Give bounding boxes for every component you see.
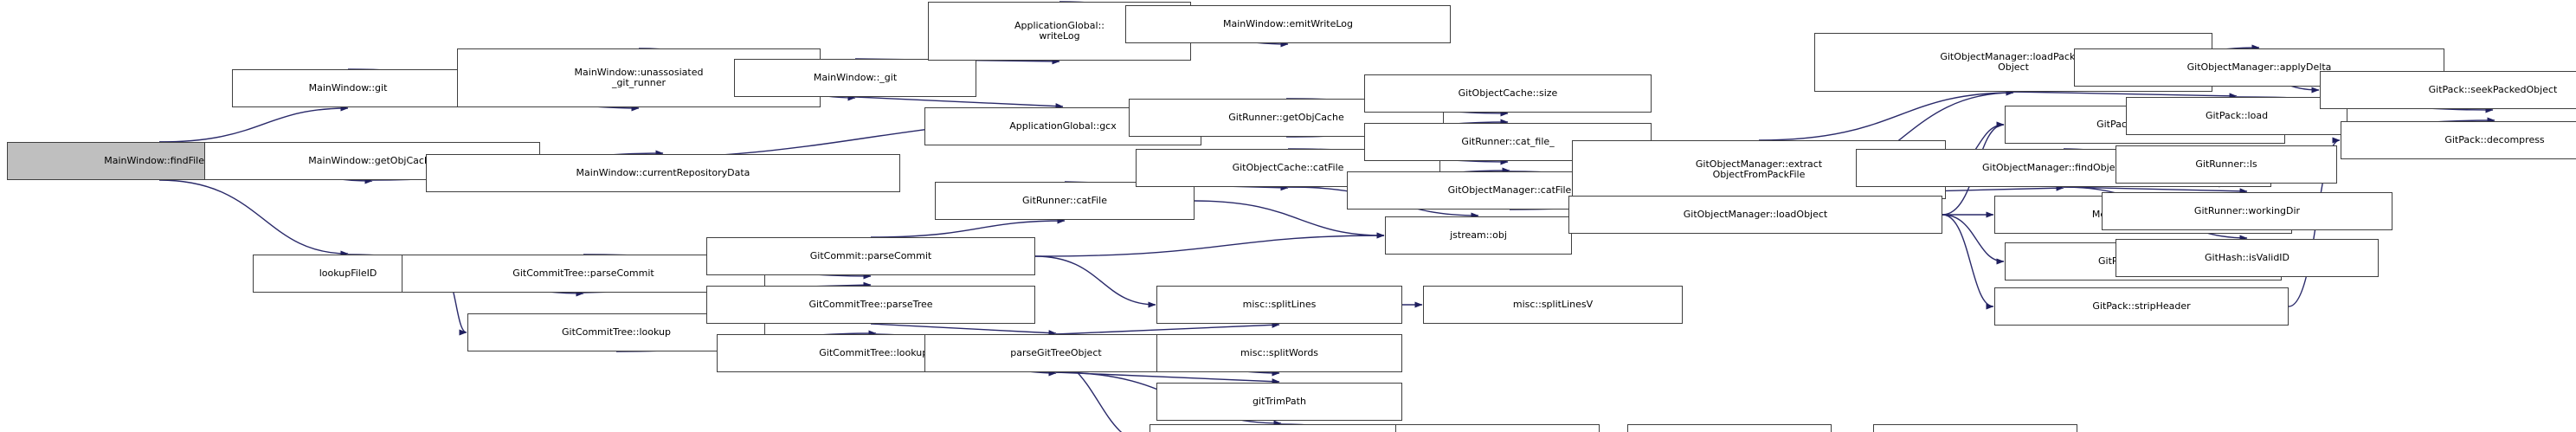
graph-node[interactable]: GitPack::seekPackedObject <box>2320 71 2576 109</box>
graph-node[interactable]: misc::splitWords <box>1156 334 1402 372</box>
graph-node[interactable]: GitHash::isValidID <box>2116 239 2379 277</box>
graph-edge <box>870 217 1066 238</box>
graph-node[interactable]: GitPack::stripHeader <box>1994 287 2289 326</box>
graph-edge <box>870 323 1057 337</box>
graph-edge <box>854 96 1064 110</box>
graph-node[interactable]: MainWindow::emitWriteLog <box>1125 5 1451 43</box>
graph-edge <box>1942 214 1994 310</box>
graph-edge <box>2012 91 2238 100</box>
graph-node[interactable]: GitRunner::workingDir <box>2102 192 2392 230</box>
graph-edge <box>158 105 349 143</box>
graph-edge <box>1758 89 2014 141</box>
graph-node[interactable]: GitPack::load <box>2126 97 2347 135</box>
graph-node[interactable]: jstream::obj <box>1385 216 1572 255</box>
graph-node[interactable]: GitRunner::catFile <box>935 182 1195 220</box>
graph-node[interactable]: GitObjectCache::catFile <box>1136 149 1440 187</box>
graph-node[interactable]: misc::splitLines <box>1156 286 1402 324</box>
graph-edge <box>1055 371 1280 385</box>
graph-node[interactable]: GitObjectManager::loadObject <box>1568 196 1942 234</box>
graph-node[interactable]: GitCommit::parseCommit <box>706 237 1035 275</box>
graph-node[interactable]: MainWindow::_git <box>734 59 976 97</box>
graph-node[interactable]: parseGitTreeObject <box>924 334 1188 372</box>
graph-node[interactable]: GitCommitTree::parseCommit <box>402 255 765 293</box>
graph-node[interactable]: GitPack::decompress <box>2341 121 2576 159</box>
graph-node[interactable]: misc::joinWithSlash <box>1150 424 1413 432</box>
graph-node[interactable]: joinpath <box>1395 424 1600 432</box>
graph-node[interactable]: MainWindow::git <box>232 69 464 107</box>
graph-node[interactable]: joinpath_ <box>1627 424 1832 432</box>
graph-edge <box>1034 255 1156 308</box>
graph-node[interactable]: GitObjectCache::size <box>1364 74 1652 113</box>
graph-edge <box>2063 186 2248 195</box>
graph-node[interactable]: GitRunner::ls <box>2116 145 2337 184</box>
graph-node[interactable]: MainWindow::currentRepositoryData <box>426 154 900 192</box>
graph-edge <box>158 179 349 257</box>
graph-edge <box>1034 232 1385 257</box>
graph-node[interactable]: trimquot <box>1873 424 2077 432</box>
graph-node[interactable]: GitCommitTree::parseTree <box>706 286 1035 324</box>
graph-node[interactable]: misc::splitLinesV <box>1423 286 1683 324</box>
graph-edge <box>1055 321 1280 335</box>
graph-node[interactable]: gitTrimPath <box>1156 383 1402 421</box>
